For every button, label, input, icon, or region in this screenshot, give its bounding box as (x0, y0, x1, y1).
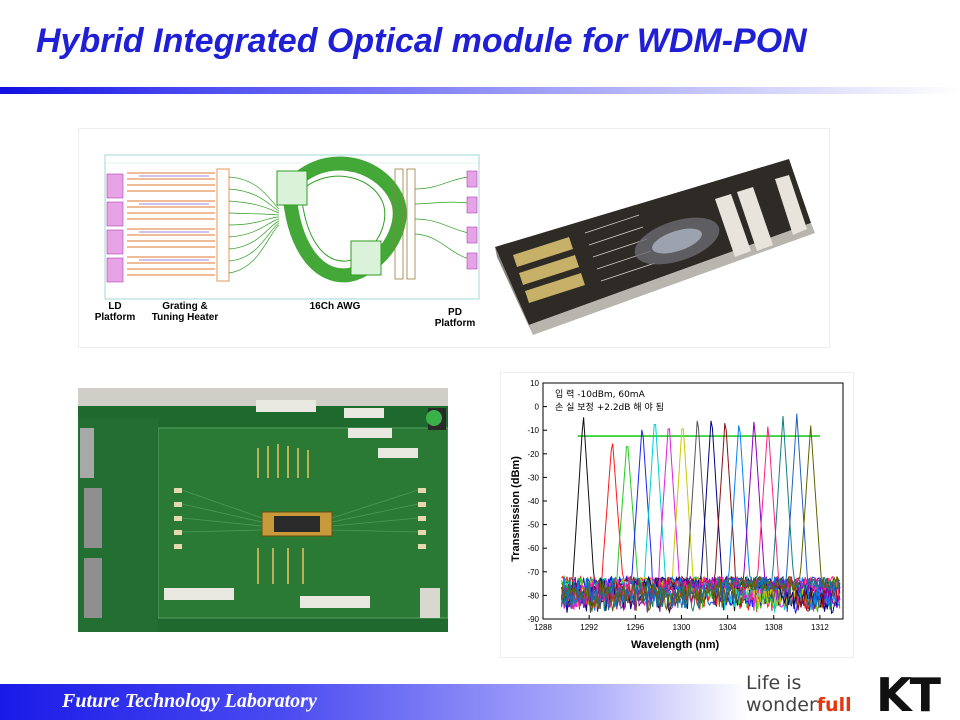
x-axis-label: Wavelength (nm) (631, 639, 720, 651)
annotation-line-2: 손 실 보정 +2.2dB 해 야 됨 (555, 403, 664, 413)
series-group (561, 413, 841, 615)
grating-heater-lines (127, 172, 215, 276)
title-underline (0, 87, 960, 94)
logo-brand: KT (876, 668, 941, 720)
x-tick-label: 1296 (626, 623, 644, 632)
y-tick-label: 0 (535, 403, 540, 412)
x-tick-label: 1312 (811, 623, 829, 632)
x-tick-label: 1292 (580, 623, 598, 632)
label-ld-platform: LD Platform (94, 301, 136, 323)
pd-platform-pads (466, 170, 478, 270)
label-awg: 16Ch AWG (309, 301, 361, 312)
pd-electrodes (394, 168, 416, 280)
module-board-photo (78, 388, 448, 632)
awg-star-coupler-right (350, 240, 382, 276)
y-tick-label: -70 (527, 568, 539, 577)
fan-in-waveguides (228, 176, 280, 274)
fan-out-waveguides (414, 176, 470, 260)
x-tick-label: 1288 (534, 623, 552, 632)
y-tick-label: -10 (527, 426, 539, 435)
logo-slogan-line2: wonderfull (746, 694, 852, 716)
y-tick-label: -40 (527, 497, 539, 506)
label-grating-heater: Grating & Tuning Heater (151, 301, 219, 323)
y-tick-label: -90 (527, 615, 539, 624)
x-tick-label: 1304 (719, 623, 737, 632)
y-tick-label: -30 (527, 473, 539, 482)
kt-logo: Life is wonderfull KT (746, 668, 952, 720)
awg-star-coupler-left (276, 170, 308, 206)
annotation-line-1: 입 력 -10dBm, 60mA (555, 390, 645, 400)
y-tick-label: 10 (530, 379, 539, 388)
label-pd-platform: PD Platform (434, 307, 476, 329)
y-tick-label: -20 (527, 450, 539, 459)
spectrum-series-13 (561, 426, 841, 610)
awg-arrayed-waveguides (281, 156, 407, 283)
spectrum-series-16 (561, 425, 841, 612)
ld-platform-pads (106, 173, 124, 283)
awg-layout-drawing (104, 154, 815, 335)
y-tick-label: -60 (527, 544, 539, 553)
footer-bar (0, 684, 960, 720)
slide-title: Hybrid Integrated Optical module for WDM… (36, 22, 807, 60)
x-tick-label: 1300 (673, 623, 691, 632)
y-tick-label: -80 (527, 591, 539, 600)
logo-slogan-line1: Life is (746, 672, 802, 694)
chip-photo (495, 159, 815, 335)
y-axis-label: Transmission (dBm) (510, 456, 522, 562)
layout-and-chip-figure: LD Platform Grating & Tuning Heater 16Ch… (78, 128, 830, 348)
y-tick-label: -50 (527, 521, 539, 530)
footer-lab-name: Future Technology Laboratory (62, 690, 317, 712)
waveguide-lines (139, 175, 209, 261)
x-tick-label: 1308 (765, 623, 783, 632)
board-illustration (78, 388, 448, 632)
